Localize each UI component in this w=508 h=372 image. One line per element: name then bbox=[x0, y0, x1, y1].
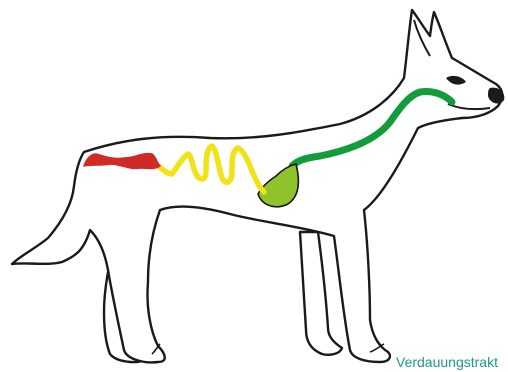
diagram-caption: Verdauungstrakt bbox=[396, 352, 508, 372]
